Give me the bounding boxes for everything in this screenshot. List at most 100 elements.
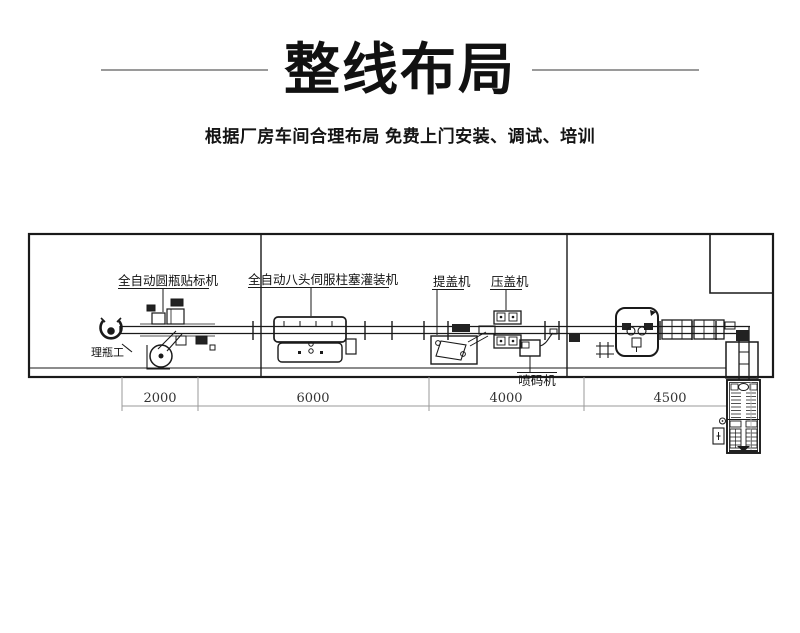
coder-panel	[521, 341, 530, 349]
dimension-label-4000: 4000	[489, 391, 522, 406]
filling-machine	[273, 316, 357, 363]
filler-connector-2	[308, 348, 314, 354]
outfeed-conveyor	[661, 319, 749, 341]
filler-tank-dot-2	[320, 351, 323, 354]
turntable-frame	[615, 307, 659, 357]
worker-arm-right	[116, 317, 122, 323]
capper-bottom-cell-2	[508, 336, 518, 346]
dimension-labels: 2000 6000 4000 4500	[143, 391, 686, 406]
worker-arm-left	[100, 317, 106, 323]
conveyor-vertical-ticks	[739, 351, 749, 365]
outfeed-section-2-dividers	[703, 320, 715, 339]
corner-guide	[724, 321, 736, 330]
packing-machine	[712, 379, 761, 454]
title-left-line	[101, 69, 268, 71]
packing-machine-top-box-2	[749, 383, 758, 391]
packing-machine-mid-box-1	[729, 420, 742, 428]
packing-side-gauge	[719, 417, 726, 425]
worker-icon	[99, 320, 123, 340]
capper-bottom-unit	[493, 334, 522, 349]
corner-drive-block	[736, 330, 749, 341]
title-right-line	[532, 69, 699, 71]
labeler-head	[170, 298, 184, 307]
labeler-motor-block	[195, 335, 208, 345]
capper-top-cell-1	[496, 312, 506, 322]
cap-feeder-pin-2	[460, 351, 466, 357]
coding-machine-callout: 喷码机	[517, 356, 557, 388]
turntable-gear-2	[637, 326, 647, 336]
turntable-center-box	[631, 337, 642, 348]
cap-feeder-machine	[430, 324, 496, 365]
page-subtitle: 根据厂房车间合理布局 免费上门安装、调试、培训	[204, 127, 596, 146]
capper-top-unit	[493, 310, 522, 325]
title-row: 整线布局	[0, 34, 800, 106]
capping-machine	[493, 310, 522, 349]
labeler-block-1	[151, 312, 166, 325]
conveyor	[119, 321, 750, 381]
cap-feeder-callout: 提盖机	[432, 274, 471, 335]
turntable-block-2	[644, 323, 653, 330]
top-right-room-wall	[709, 234, 772, 294]
capping-machine-label: 压盖机	[491, 275, 529, 289]
filler-base-tank	[277, 342, 343, 363]
cap-feeder-body	[430, 335, 478, 365]
turntable-gear-1	[626, 326, 636, 336]
packing-machine-outlet	[737, 446, 750, 452]
flow-arrow	[650, 310, 656, 316]
filler-head-ticks	[283, 321, 333, 326]
coder-printhead	[549, 328, 558, 335]
label-roll-hub	[158, 353, 164, 359]
packing-control-box	[712, 427, 725, 445]
labeler-arm-1	[157, 330, 177, 350]
filling-machine-label: 全自动八头伺服柱塞灌装机	[248, 272, 399, 287]
dimension-label-4500: 4500	[653, 391, 686, 406]
packing-machine-base	[729, 450, 758, 453]
packing-machine-mid-box-2	[745, 420, 758, 428]
cap-placer-head	[452, 324, 470, 332]
labeling-machine-callout: 全自动圆瓶贴标机	[118, 273, 219, 312]
worker-station: 理瓶工	[91, 317, 133, 359]
cap-feeder-pin-1	[435, 340, 441, 346]
label-roll-bracket	[146, 345, 170, 370]
page-title: 整线布局	[284, 38, 516, 101]
capper-top-cell-2	[508, 312, 518, 322]
turntable-legs	[596, 342, 614, 358]
worker-pointer-line	[121, 343, 133, 353]
packing-control-glyph	[716, 432, 721, 440]
filler-side-unit	[345, 338, 357, 355]
filler-connector-1	[308, 341, 314, 347]
dimension-label-2000: 2000	[143, 391, 176, 406]
cap-rail-block	[478, 325, 496, 335]
turntable	[596, 307, 659, 358]
factory-outer-wall	[27, 232, 775, 379]
cap-feeder-label: 提盖机	[433, 274, 471, 289]
outfeed-section-2	[693, 319, 725, 340]
packing-side-gauge-dot	[721, 420, 724, 422]
worker-head-dot	[107, 327, 115, 335]
outfeed-section-1	[661, 319, 693, 340]
capper-top-dot-2	[511, 315, 515, 319]
labeling-machine	[146, 298, 216, 370]
labeler-arm-2	[166, 333, 183, 352]
capping-machine-callout: 压盖机	[490, 275, 529, 310]
packing-machine-lane-hatch	[730, 429, 757, 448]
conveyor-motor-block	[569, 333, 580, 342]
packing-machine-top-box-1	[730, 383, 739, 391]
outfeed-section-1-dividers	[671, 320, 683, 339]
labeler-small-box	[209, 344, 216, 351]
labeler-block-3	[175, 335, 187, 346]
turntable-block-1	[622, 323, 631, 330]
bottom-right-room	[725, 341, 759, 379]
packing-machine-top-roller	[738, 383, 749, 391]
factory-outline	[27, 232, 775, 379]
capper-bottom-dot-2	[511, 339, 515, 343]
filler-body	[273, 316, 347, 343]
cap-feeder-hopper	[435, 340, 467, 361]
coder-cable	[539, 332, 554, 347]
worker-label: 理瓶工	[91, 345, 124, 359]
label-roll	[149, 344, 173, 368]
labeler-block-2	[166, 308, 185, 325]
capper-top-dot-1	[499, 315, 503, 319]
dimension-label-6000: 6000	[296, 391, 329, 406]
